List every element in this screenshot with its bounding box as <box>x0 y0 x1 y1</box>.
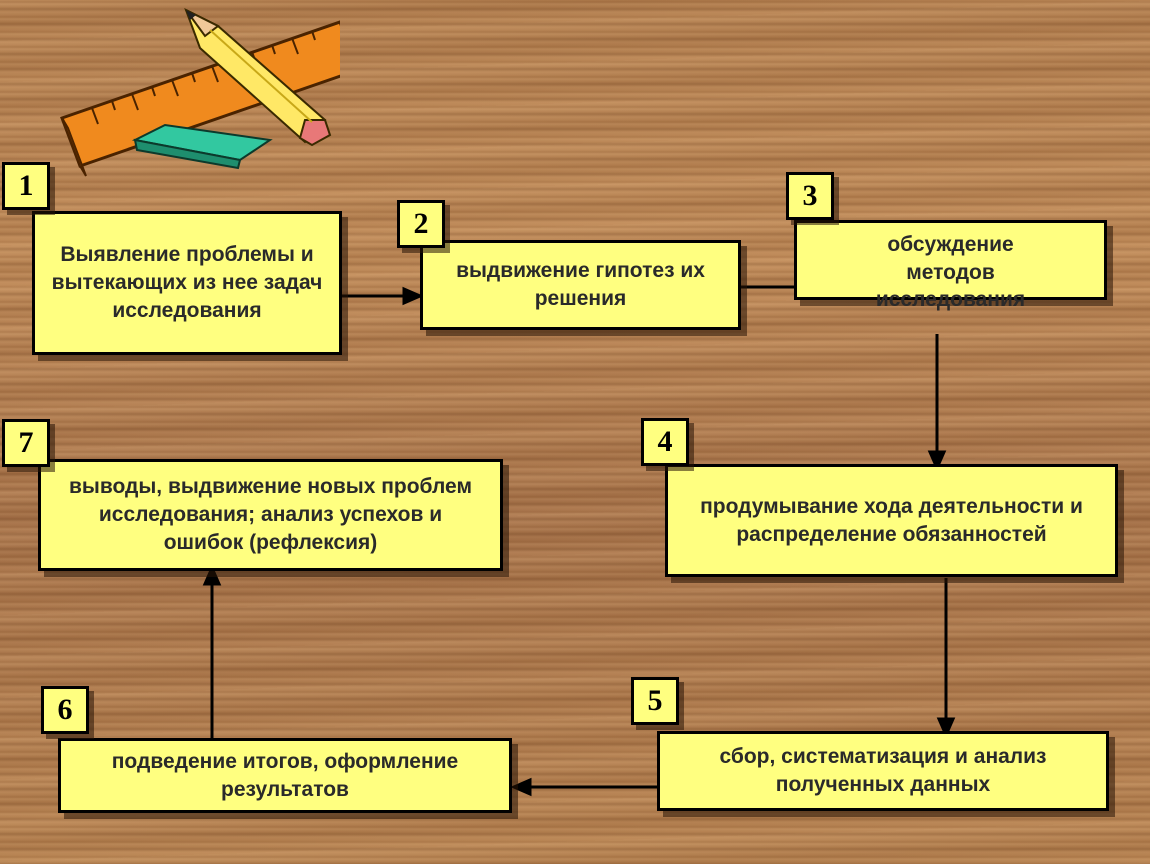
step-5-box: сбор, систематизация и анализ полученных… <box>657 731 1109 811</box>
step-1-number: 1 <box>2 162 50 210</box>
step-1-text: Выявление проблемы и вытекающих из нее з… <box>51 243 323 322</box>
step-1-box: Выявление проблемы и вытекающих из нее з… <box>32 211 342 355</box>
step-4-number: 4 <box>641 418 689 466</box>
step-2-box: выдвижение гипотез их решения <box>420 240 741 330</box>
pencil-icon <box>184 7 332 147</box>
step-3-box: обсуждение методов исследования <box>794 220 1107 311</box>
step-4-text: продумывание хода деятельности и распред… <box>700 494 1083 546</box>
stationery-illustration <box>60 7 340 177</box>
eraser-icon <box>131 123 273 170</box>
step-6-number: 6 <box>41 686 89 734</box>
step-6-text: подведение итогов, оформление результато… <box>111 749 459 801</box>
step-5-number: 5 <box>631 677 679 725</box>
step-2-number: 2 <box>397 200 445 248</box>
step-3-text: обсуждение методов исследования <box>875 233 1026 312</box>
step-7-box: выводы, выдвижение новых проблем исследо… <box>38 459 503 571</box>
step-7-number: 7 <box>2 419 50 467</box>
step-6-box: подведение итогов, оформление результато… <box>58 738 512 813</box>
step-3-number: 3 <box>786 172 834 220</box>
step-7-text: выводы, выдвижение новых проблем исследо… <box>68 475 472 554</box>
step-4-box: продумывание хода деятельности и распред… <box>665 464 1118 577</box>
step-5-text: сбор, систематизация и анализ полученных… <box>719 745 1047 796</box>
step-2-text: выдвижение гипотез их решения <box>456 259 705 310</box>
